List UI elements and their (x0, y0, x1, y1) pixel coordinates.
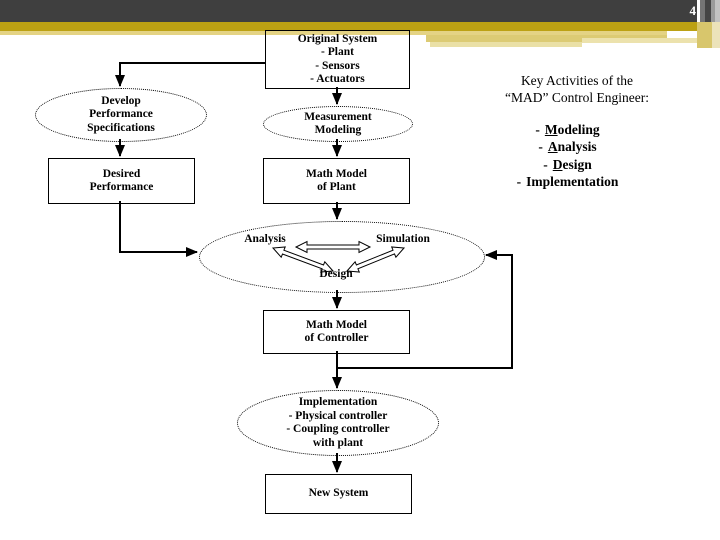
list-dash: - (535, 122, 540, 137)
banner-accent-band (582, 38, 697, 43)
node-desired-performance: Desired Performance (48, 158, 195, 204)
list-dash: - (543, 156, 548, 172)
item-rest: esign (562, 156, 592, 172)
label-design: Design (319, 268, 353, 280)
node-original-system: Original System - Plant - Sensors - Actu… (265, 30, 410, 89)
banner-accent-band (426, 35, 667, 42)
list-dash: - (538, 139, 543, 155)
banner-accent-column (697, 22, 712, 48)
banner-gold-bar (0, 22, 697, 31)
key-activities-list: -Modeling -Analysis -Design -Implementat… (455, 121, 680, 190)
arrow-desired-to-mad-ellipse (119, 201, 198, 257)
banner-stripe (715, 0, 720, 22)
mad-cycle-ellipse (199, 221, 485, 293)
key-activity-modeling: -Modeling (455, 121, 680, 138)
node-measurement-modeling: Measurement Modeling (263, 106, 413, 142)
banner-accent-band (0, 31, 667, 35)
key-activities-heading-line1: Key Activities of the (520, 73, 634, 88)
node-math-model-of-plant: Math Model of Plant (263, 158, 410, 204)
list-dash: - (516, 173, 522, 189)
label-analysis: Analysis (244, 233, 286, 245)
banner-stripe (697, 0, 700, 22)
item-rest: mplementation (531, 173, 619, 189)
item-rest: odeling (557, 122, 600, 137)
slide-number: 4 (689, 3, 697, 18)
key-activity-analysis: -Analysis (455, 138, 680, 155)
banner-accent-band (430, 42, 582, 47)
node-implementation: Implementation - Physical controller - C… (237, 390, 439, 456)
label-simulation: Simulation (376, 233, 430, 245)
key-activity-design: -Design (455, 156, 680, 173)
underlined-initial: D (552, 156, 563, 172)
key-activities-heading: Key Activities of the “MAD” Control Engi… (462, 73, 692, 106)
node-math-model-of-controller: Math Model of Controller (263, 310, 410, 354)
underlined-initial: M (544, 122, 558, 137)
node-new-system: New System (265, 474, 412, 514)
banner-stripe (711, 0, 715, 22)
banner-stripe (705, 0, 711, 22)
arrow-feedback-to-mad-ellipse (337, 250, 513, 369)
banner-stripe (700, 0, 705, 22)
key-activity-implementation: -Implementation (455, 173, 680, 190)
banner-accent-column (712, 22, 720, 48)
underlined-initial: A (547, 139, 558, 155)
node-develop-performance-specifications: Develop Performance Specifications (35, 88, 207, 142)
key-activities-heading-line2: “MAD” Control Engineer: (505, 89, 649, 105)
item-rest: nalysis (557, 139, 597, 155)
top-banner-dark-bar (0, 0, 720, 22)
arrow-original-to-develop (115, 62, 265, 87)
item-initial: I (526, 173, 532, 189)
